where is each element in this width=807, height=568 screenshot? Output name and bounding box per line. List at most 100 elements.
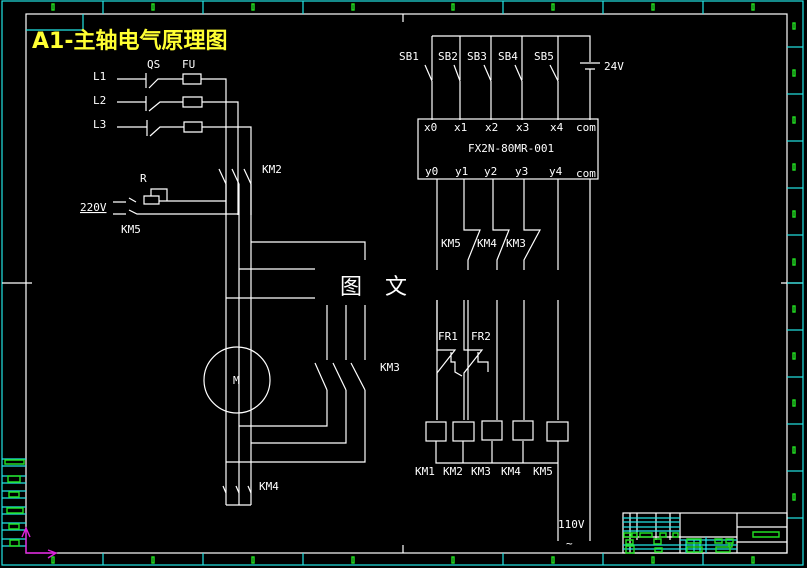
coil-km4 (512, 420, 534, 441)
coil-label: KM3 (471, 465, 491, 478)
brake-wire-top (113, 188, 226, 205)
battery-24v (580, 62, 600, 120)
zone-mark-top (651, 3, 655, 11)
title-block-frame (622, 512, 788, 554)
zone-mark-right (792, 258, 796, 266)
button-label: SB3 (467, 50, 487, 63)
zone-mark-top (451, 3, 455, 11)
phase-l3-wire (117, 120, 252, 215)
fr1-contact (436, 300, 463, 420)
zone-mark-right (792, 399, 796, 407)
km4-label: KM4 (259, 480, 279, 493)
zone-mark-bottom (51, 556, 55, 564)
zone-mark-right (792, 352, 796, 360)
ucs-axes (21, 526, 58, 559)
zone-mark-top (751, 3, 755, 11)
plc-input: com (576, 121, 596, 134)
button-label: SB5 (534, 50, 554, 63)
plc-output: com (576, 167, 596, 180)
zone-mark-right (792, 116, 796, 124)
km3-branch-1 (251, 241, 366, 260)
phase-label: L2 (93, 94, 106, 107)
coil-km2 (452, 421, 475, 442)
km2-label: KM2 (262, 163, 282, 176)
overload-label: FR2 (471, 330, 491, 343)
motor-symbol (203, 346, 271, 414)
phase-label: L1 (93, 70, 106, 83)
title-block-fields (623, 531, 780, 554)
zone-mark-bottom (651, 556, 655, 564)
overload-label: FR1 (438, 330, 458, 343)
input-wires (431, 81, 559, 120)
left-strip-fields (4, 459, 25, 547)
y3-wire (523, 179, 541, 420)
supply-220v-label: 220V (80, 201, 107, 214)
power-circuit: L1 L2 L3 QS FU KM2 220V R KM5 KM3 M (80, 58, 400, 506)
km3-return-wires (226, 390, 366, 463)
qs-label: QS (147, 58, 160, 71)
plc-output: y0 (425, 165, 438, 178)
fu-label: FU (182, 58, 195, 71)
fr2-contact (463, 300, 489, 420)
brake-wire-bottom (113, 209, 239, 215)
km2-contacts (218, 168, 252, 185)
zone-mark-bottom (351, 556, 355, 564)
zone-mark-right (792, 22, 796, 30)
zone-mark-bottom (451, 556, 455, 564)
motor-label: M (233, 374, 240, 387)
zone-mark-top (51, 3, 55, 11)
interlock-label: KM5 (441, 237, 461, 250)
left-strip (2, 458, 26, 547)
zone-mark-bottom (751, 556, 755, 564)
button-label: SB2 (438, 50, 458, 63)
zone-mark-right (792, 69, 796, 77)
title-block (622, 512, 788, 554)
interlock-label: KM4 (477, 237, 497, 250)
resistor-label: R (140, 172, 147, 185)
km3-label: KM3 (380, 361, 400, 374)
zone-mark-top (551, 3, 555, 11)
zone-mark-bottom (151, 556, 155, 564)
zone-mark-right (792, 493, 796, 501)
plc-input: x0 (424, 121, 437, 134)
zone-mark-right (792, 305, 796, 313)
ac-supply-label: 110V (558, 518, 585, 531)
coil-label: KM5 (533, 465, 553, 478)
plc-input: x1 (454, 121, 467, 134)
km3-upper-wires (326, 305, 366, 360)
y1-wire (463, 179, 481, 420)
left-strip-lines (2, 458, 26, 547)
coil-km5 (546, 421, 569, 442)
zone-mark-top (251, 3, 255, 11)
zone-mark-right (792, 210, 796, 218)
zone-mark-top (351, 3, 355, 11)
phase-l1-wire (117, 73, 227, 215)
zone-mark-bottom (251, 556, 255, 564)
coil-label: KM2 (443, 465, 463, 478)
zone-mark-right (792, 163, 796, 171)
ac-symbol: ~ (566, 537, 573, 550)
phase-l2-wire (117, 96, 239, 215)
plc-input: x4 (550, 121, 564, 134)
plc-output: y3 (515, 165, 528, 178)
plc-output: y1 (455, 165, 468, 178)
phase-label: L3 (93, 118, 106, 131)
coil-return-bus (435, 441, 559, 541)
ucs-icon (21, 526, 58, 559)
zone-mark-top (151, 3, 155, 11)
y2-wire (492, 179, 510, 420)
plc-input: x3 (516, 121, 529, 134)
plc-input: x2 (485, 121, 498, 134)
button-label: SB4 (498, 50, 518, 63)
coil-km3 (481, 420, 503, 441)
button-label: SB1 (399, 50, 419, 63)
km5-label: KM5 (121, 223, 141, 236)
km3-contacts (314, 362, 366, 391)
coil-label: KM1 (415, 465, 435, 478)
drawing-title: A1-主轴电气原理图 (32, 28, 227, 54)
km4-contacts (222, 485, 252, 506)
coil-km1 (425, 421, 447, 442)
zone-mark-right (792, 446, 796, 454)
button-bus (431, 35, 591, 80)
zone-ticks (51, 1, 803, 565)
